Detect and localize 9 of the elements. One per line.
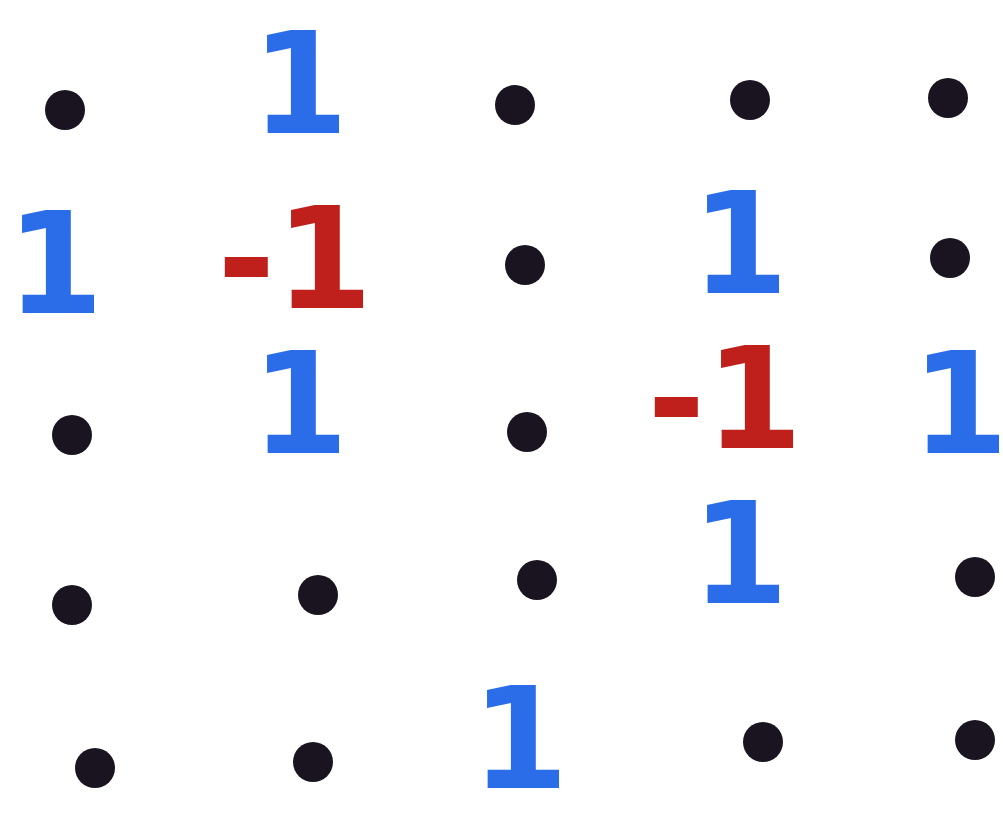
matrix-entry: 1 — [691, 485, 789, 625]
matrix-entry: 1 — [911, 335, 1003, 475]
matrix-entry: 1 — [251, 335, 349, 475]
matrix-entry: -1 — [217, 190, 373, 330]
matrix-entry: 1 — [471, 670, 569, 810]
matrix-entry: 1 — [251, 15, 349, 155]
matrix-entry: 1 — [691, 175, 789, 315]
matrix-entry: 1 — [6, 195, 104, 335]
matrix-entry: -1 — [647, 330, 803, 470]
